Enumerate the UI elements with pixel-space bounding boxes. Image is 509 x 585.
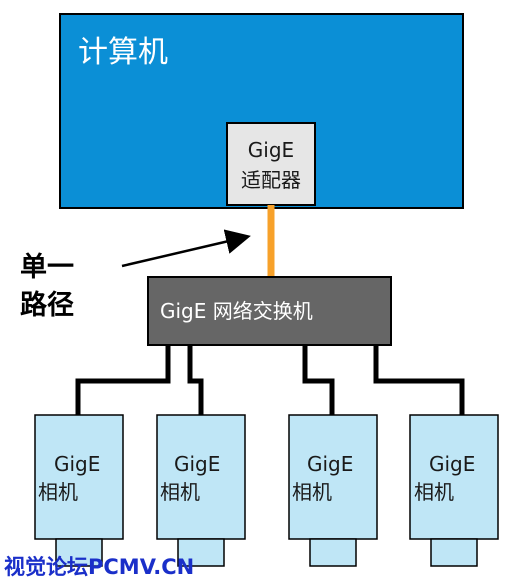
camera-label-line2: 相机: [292, 480, 332, 504]
gige-adapter-label-line2: 适配器: [241, 168, 301, 192]
camera-label-line1: GigE: [307, 452, 353, 476]
annotation-label-line1: 单一: [20, 252, 74, 283]
gige-switch-label: GigE 网络交换机: [160, 299, 313, 323]
camera-lens: [430, 538, 478, 567]
gige-adapter-label-line1: GigE: [248, 138, 294, 162]
cable-camera-3: [302, 345, 335, 415]
camera-body: [409, 414, 499, 540]
gige-switch-box: [147, 276, 392, 346]
gige-adapter-box: [226, 122, 316, 206]
gige-camera-4: GigE 相机: [409, 414, 499, 567]
camera-lens: [309, 538, 357, 567]
cable-camera-1: [75, 345, 171, 415]
gige-camera-2: GigE 相机: [156, 414, 246, 567]
computer-label: 计算机: [78, 35, 168, 70]
camera-lens: [177, 538, 225, 567]
camera-label-line2: 相机: [38, 480, 78, 504]
gige-camera-1: GigE 相机: [34, 414, 124, 567]
camera-lens: [55, 538, 103, 567]
camera-label-line2: 相机: [414, 480, 454, 504]
switch-to-camera-cables: [75, 345, 465, 415]
camera-body: [34, 414, 124, 540]
camera-label-line1: GigE: [54, 452, 100, 476]
annotation-label-line2: 路径: [20, 289, 74, 321]
cable-camera-4: [373, 345, 465, 415]
camera-body: [288, 414, 378, 540]
camera-body: [156, 414, 246, 540]
gige-camera-3: GigE 相机: [288, 414, 378, 567]
cable-camera-2: [187, 345, 204, 415]
annotation-arrow: [121, 229, 251, 268]
watermark-text: 视觉论坛PCMV.CN: [4, 555, 194, 579]
camera-label-line2: 相机: [160, 480, 200, 504]
camera-label-line1: GigE: [429, 452, 475, 476]
camera-label-line1: GigE: [174, 452, 220, 476]
